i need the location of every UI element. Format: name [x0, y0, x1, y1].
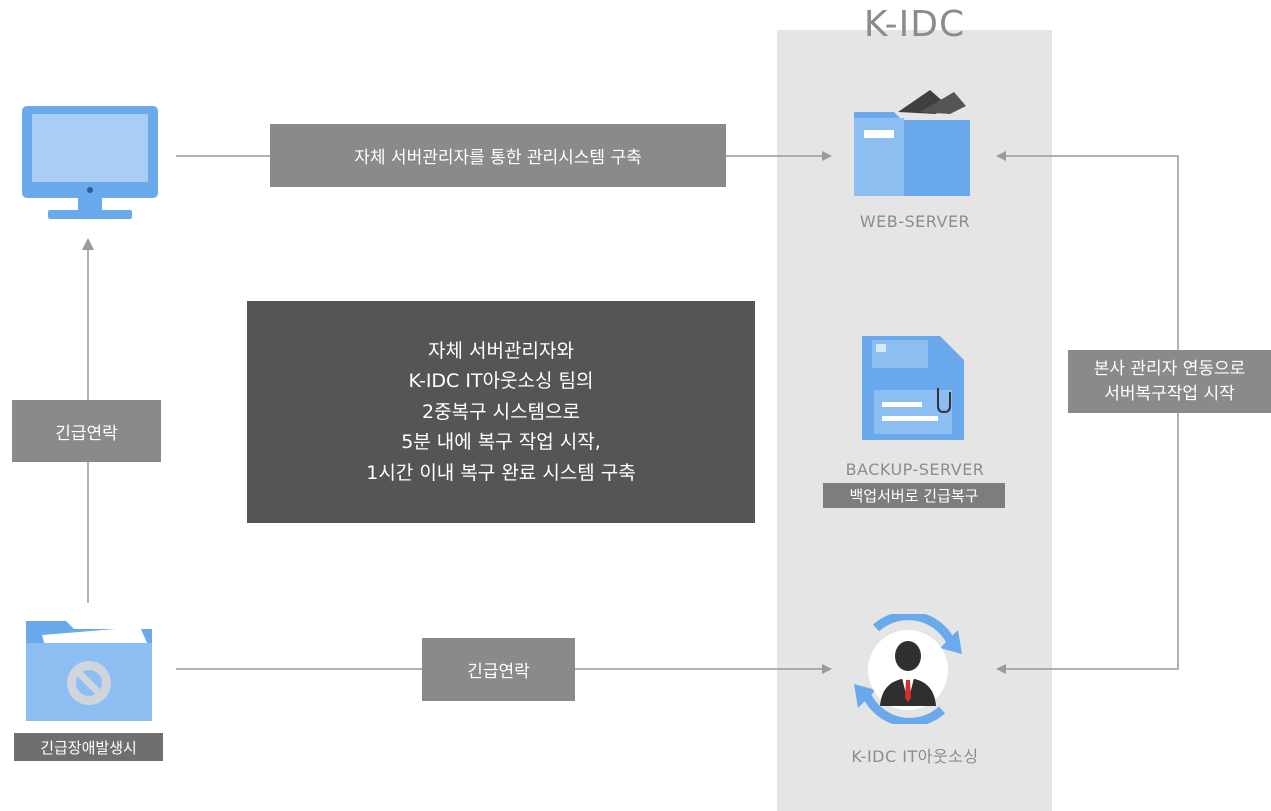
central-description-box: 자체 서버관리자와 K-IDC IT아웃소싱 팀의 2중복구 시스템으로 5분 …: [247, 301, 755, 523]
arrow-right-to-outsourcing: [996, 664, 1006, 674]
arrow-to-web-server: [822, 151, 832, 161]
folder-icon: [854, 90, 970, 196]
outsourcing-name: K-IDC IT아웃소싱: [851, 747, 979, 766]
arrow-to-monitor: [82, 238, 94, 250]
arrow-to-outsourcing: [822, 664, 832, 674]
right-connector-lower: [1006, 413, 1179, 670]
top-connector-label: 자체 서버관리자를 통한 관리시스템 구축: [270, 124, 726, 187]
central-line-5: 1시간 이내 복구 완료 시스템 구축: [366, 461, 636, 484]
blocked-folder-icon: [26, 621, 152, 721]
person-sync-icon: [854, 614, 962, 724]
central-line-2: K-IDC IT아웃소싱 팀의: [408, 370, 594, 393]
web-server-name: WEB-SERVER: [859, 212, 971, 231]
central-line-1: 자체 서버관리자와: [428, 340, 574, 363]
backup-server-name: BACKUP-SERVER: [845, 460, 985, 479]
arrow-right-to-web-server: [996, 151, 1006, 161]
right-connector-upper: [1006, 155, 1179, 350]
floppy-disk-icon: [862, 336, 964, 440]
right-connector-label: 본사 관리자 연동으로 서버복구작업 시작: [1068, 350, 1271, 413]
fault-tag: 긴급장애발생시: [14, 733, 163, 761]
central-line-3: 2중복구 시스템으로: [422, 400, 580, 423]
backup-server-tag: 백업서버로 긴급복구: [823, 483, 1005, 508]
right-label-line-1: 본사 관리자 연동으로: [1093, 358, 1246, 379]
kidc-title: K-IDC: [863, 4, 966, 45]
monitor-icon: [22, 106, 158, 219]
right-label-line-2: 서버복구작업 시작: [1104, 383, 1235, 404]
central-line-4: 5분 내에 복구 작업 시작,: [401, 431, 601, 454]
left-connector-label: 긴급연락: [12, 400, 161, 462]
bottom-connector-label: 긴급연락: [422, 638, 575, 701]
